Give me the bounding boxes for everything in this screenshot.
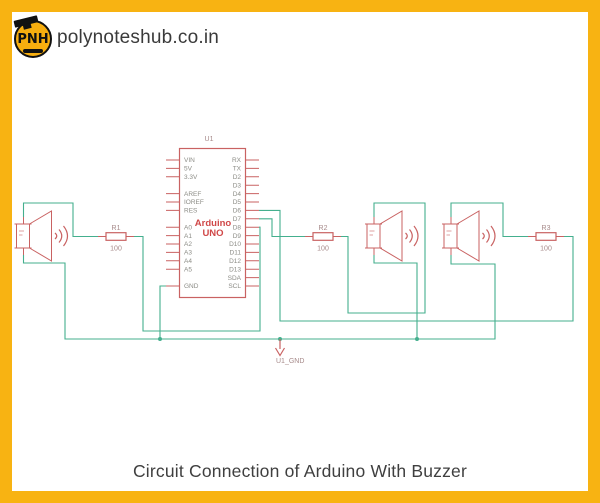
junction-dots — [158, 337, 419, 341]
chip-ref: U1 — [205, 136, 214, 143]
wire-r1-to-d8 — [134, 226, 261, 332]
pin-label-d4: D4 — [233, 191, 242, 198]
resistor-r1-value: 100 — [110, 246, 122, 253]
logo-banner — [23, 49, 43, 53]
pin-label-d12: D12 — [229, 258, 241, 265]
buzzer3-symbol — [441, 210, 496, 262]
pin-label-a1: A1 — [184, 233, 192, 240]
resistor-r1-body — [97, 232, 135, 241]
wire-r3-to-buzzer3 — [450, 202, 528, 238]
wire-ground-rail — [22, 255, 496, 340]
resistor-r3: R3 100 — [527, 225, 565, 253]
arduino-uno-chip: U1 Arduino UNO VIN 5V 3.3V AREF IOREF RE… — [166, 136, 259, 299]
pin-label-tx: TX — [233, 166, 242, 173]
pin-label-3v3: 3.3V — [184, 174, 198, 181]
wire-d6-to-r3 — [259, 209, 574, 322]
pin-label-d5: D5 — [233, 199, 242, 206]
pin-label-vin: VIN — [184, 157, 195, 164]
graduation-cap-icon — [13, 15, 39, 28]
pin-label-aref: AREF — [184, 191, 201, 198]
wire-r2-to-buzzer2 — [341, 202, 426, 314]
wire-buzzer2-to-rail — [373, 255, 418, 339]
pin-label-a4: A4 — [184, 258, 192, 265]
site-name: polynoteshub.co.in — [57, 27, 220, 48]
wire-gnd-pin — [159, 285, 166, 339]
pin-label-d13: D13 — [229, 266, 241, 273]
site-header: PNH polynoteshub.co.in — [0, 0, 600, 70]
resistor-r2: R2 100 — [304, 225, 342, 253]
junction-dot — [158, 337, 162, 341]
pin-label-d6: D6 — [233, 208, 242, 215]
ground-flag: U1_GND — [274, 339, 304, 365]
buzzer2-symbol — [364, 210, 419, 262]
wire-buzzer1-to-r1 — [22, 202, 98, 238]
pin-label-d3: D3 — [233, 182, 242, 189]
chip-left-pin-stubs — [166, 159, 180, 287]
chip-left-pin-labels: VIN 5V 3.3V AREF IOREF RES A0 A1 A2 A3 A… — [184, 157, 204, 290]
pin-label-a3: A3 — [184, 250, 192, 257]
ground-flag-label: U1_GND — [276, 358, 304, 365]
pin-label-d8: D8 — [233, 224, 242, 231]
pin-label-d9: D9 — [233, 233, 242, 240]
chip-right-pin-labels: RX TX D2 D3 D4 D5 D6 D7 D8 D9 D10 D11 D1… — [228, 157, 242, 290]
resistor-r3-ref: R3 — [542, 225, 551, 232]
resistor-r1-ref: R1 — [112, 225, 121, 232]
pin-label-a0: A0 — [184, 224, 192, 231]
pin-label-a2: A2 — [184, 241, 192, 248]
pin-label-d7: D7 — [233, 216, 242, 223]
wire-d7-to-r2 — [259, 218, 305, 238]
pin-label-sda: SDA — [228, 275, 242, 282]
logo-text: PNH — [17, 32, 49, 47]
pin-label-5v: 5V — [184, 166, 193, 173]
pin-label-res: RES — [184, 208, 198, 215]
chip-name-line2: UNO — [202, 228, 223, 239]
pin-label-d2: D2 — [233, 174, 242, 181]
buzzer1-symbol — [13, 210, 69, 262]
resistor-r2-body — [304, 232, 342, 241]
ground-arrow-icon — [274, 339, 286, 357]
resistor-r1: R1 100 — [97, 225, 135, 253]
pin-label-ioref: IOREF — [184, 199, 204, 206]
chip-body — [178, 147, 247, 299]
pin-label-d11: D11 — [230, 250, 242, 257]
resistor-r3-value: 100 — [540, 246, 552, 253]
resistor-r3-body — [527, 232, 565, 241]
wires — [22, 202, 574, 340]
pin-label-scl: SCL — [228, 283, 241, 290]
image-caption: Circuit Connection of Arduino With Buzze… — [132, 461, 468, 481]
pin-label-rx: RX — [232, 157, 242, 164]
chip-name-line1: Arduino — [195, 218, 232, 229]
pin-label-a5: A5 — [184, 266, 192, 273]
chip-right-pin-stubs — [245, 159, 259, 287]
pin-label-d10: D10 — [229, 241, 241, 248]
pin-label-gnd: GND — [184, 283, 199, 290]
resistor-r2-ref: R2 — [319, 225, 328, 232]
pnh-logo: PNH — [13, 15, 52, 58]
junction-dot — [415, 337, 419, 341]
resistor-r2-value: 100 — [317, 246, 329, 253]
